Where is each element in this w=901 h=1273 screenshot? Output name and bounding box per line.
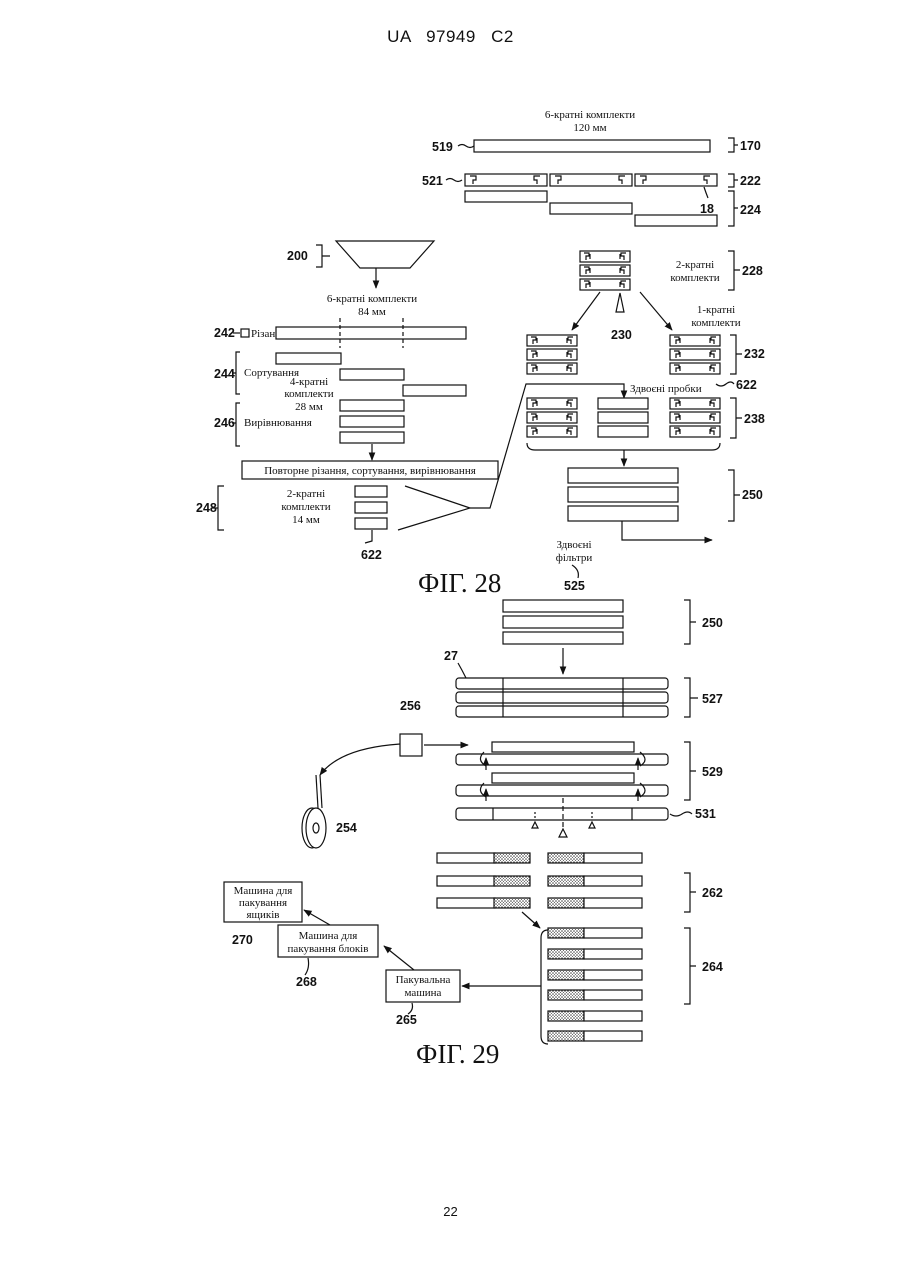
fig28-caption: ФІГ. 28	[418, 568, 501, 598]
ref-254: 254	[336, 821, 357, 835]
ref-268: 268	[296, 975, 317, 989]
ref-230: 230	[611, 328, 632, 342]
ref-222: 222	[740, 174, 761, 188]
ref-529: 529	[702, 765, 723, 779]
ref-264: 264	[702, 960, 723, 974]
two-fold-label2: комплекти	[281, 501, 330, 513]
six-fold-120-label: 6-кратні комплекти	[545, 109, 635, 121]
ref-262: 262	[702, 886, 723, 900]
ref-170: 170	[740, 139, 761, 153]
rod-120mm	[474, 140, 710, 152]
repeat-label: Повторне різання, сортування, вирівнюван…	[264, 465, 476, 477]
ref-622-right: 622	[736, 378, 757, 392]
ref-27: 27	[444, 649, 458, 663]
ref-250-fig28: 250	[742, 488, 763, 502]
ref-244: 244	[214, 367, 235, 381]
ref-246: 246	[214, 416, 235, 430]
unit-256	[400, 734, 422, 756]
double-filters-label: Здвоєні	[556, 539, 591, 551]
case-packer-label2: пакування	[239, 897, 287, 909]
one-fold-label2: комплекти	[691, 317, 740, 329]
packer-label: Пакувальна	[396, 974, 451, 986]
block-packer-label2: пакування блоків	[288, 943, 369, 955]
rod-84mm	[276, 327, 466, 339]
ref-238: 238	[744, 412, 765, 426]
ref-270: 270	[232, 933, 253, 947]
aligning-label: Вирівнювання	[244, 417, 312, 429]
ref-622-left: 622	[361, 548, 382, 562]
ref-200: 200	[287, 249, 308, 263]
ref-525: 525	[564, 579, 585, 593]
two-fold-size: 14 мм	[292, 514, 320, 526]
ref-265: 265	[396, 1013, 417, 1027]
double-plugs-label: Здвоєні пробки	[630, 383, 702, 395]
bracket-200	[316, 245, 330, 267]
fig29-caption: ФІГ. 29	[416, 1039, 499, 1069]
two-fold-label2-right: комплекти	[670, 272, 719, 284]
four-fold-label: 4-кратні	[290, 376, 328, 388]
four-fold-label2: комплекти	[284, 388, 333, 400]
six-fold-84-size: 84 мм	[358, 306, 386, 318]
ref-521: 521	[422, 174, 443, 188]
two-fold-label: 2-кратні	[287, 488, 325, 500]
fig28-right-branch: 6-кратні комплекти 120 мм 519 170 521 22…	[422, 109, 765, 593]
four-fold-size: 28 мм	[295, 401, 323, 413]
one-fold-label: 1-кратні	[697, 304, 735, 316]
block-packer-label: Машина для	[299, 930, 358, 942]
case-packer-label3: ящиків	[246, 909, 279, 921]
fig29: 250 27 527 256 254 529	[224, 600, 723, 1044]
ref-228: 228	[742, 264, 763, 278]
packer-label2: машина	[405, 987, 442, 999]
cutter-230	[616, 293, 624, 312]
ref-256: 256	[400, 699, 421, 713]
ref-18: 18	[700, 202, 714, 216]
six-fold-120-size: 120 мм	[573, 122, 606, 134]
packed-stack	[548, 928, 642, 1041]
ref-242: 242	[214, 326, 235, 340]
ref-224: 224	[740, 203, 761, 217]
ref-531: 531	[695, 807, 716, 821]
ref-527: 527	[702, 692, 723, 706]
ref-519: 519	[432, 140, 453, 154]
double-filters-label2: фільтри	[556, 552, 593, 564]
ref-250-fig29: 250	[702, 616, 723, 630]
six-fold-84-label: 6-кратні комплекти	[327, 293, 417, 305]
ref-232: 232	[744, 347, 765, 361]
hopper	[336, 241, 434, 268]
case-packer-label: Машина для	[234, 885, 293, 897]
two-fold-label-right: 2-кратні	[676, 259, 714, 271]
